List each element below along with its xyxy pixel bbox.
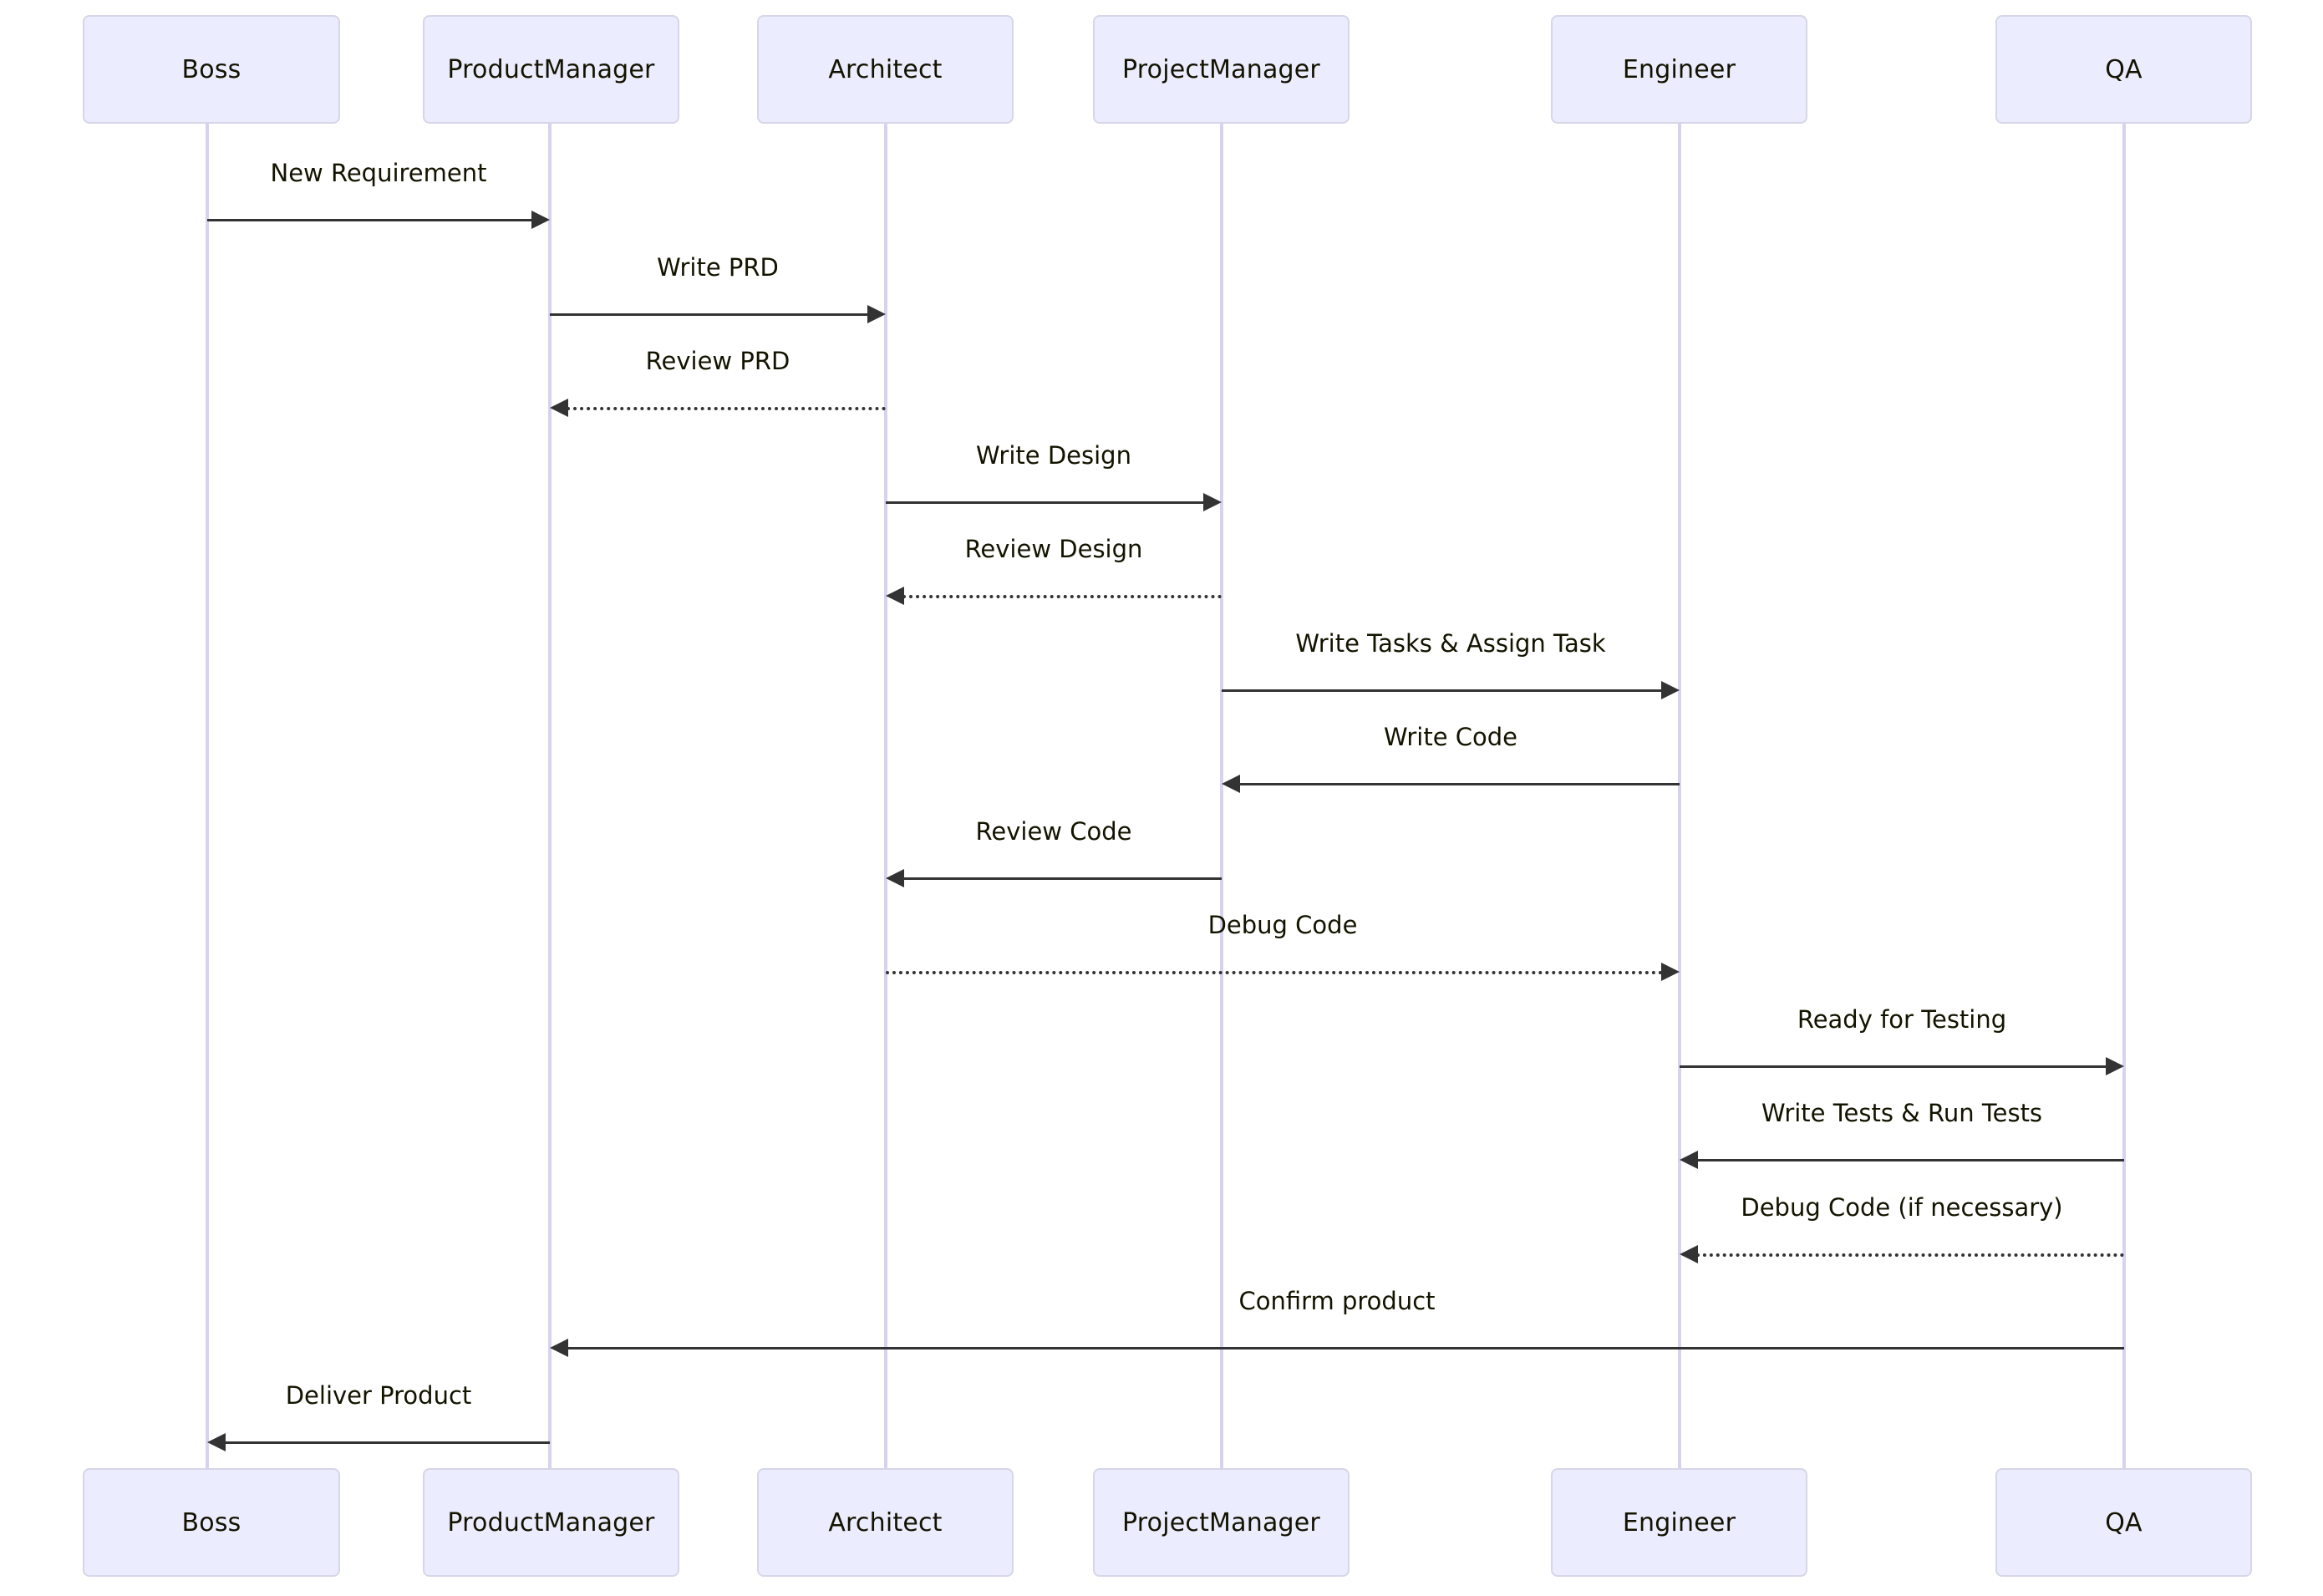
actor-box-top-qa[interactable]: QA	[1995, 15, 2252, 124]
message-line-3	[567, 407, 886, 410]
lifeline-engineer	[1678, 124, 1681, 1468]
actor-box-top-boss[interactable]: Boss	[83, 15, 340, 124]
message-label-11: Write Tests & Run Tests	[1761, 1099, 2043, 1127]
message-label-7: Write Code	[1383, 723, 1518, 751]
message-line-14	[224, 1441, 550, 1444]
arrow-head-7	[1222, 775, 1240, 793]
actor-label-engineer: Engineer	[1622, 54, 1736, 84]
arrow-head-6	[1661, 681, 1680, 699]
actor-label-qa: QA	[2105, 54, 2143, 84]
message-label-9: Debug Code	[1207, 911, 1358, 939]
arrow-head-10	[2106, 1057, 2124, 1075]
message-label-4: Write Design	[976, 441, 1131, 470]
arrow-head-5	[886, 587, 904, 605]
arrow-head-13	[550, 1339, 568, 1357]
message-line-13	[567, 1347, 2124, 1349]
message-line-1	[207, 219, 533, 221]
message-label-13: Confirm product	[1238, 1287, 1436, 1315]
arrow-head-8	[886, 869, 904, 887]
message-label-3: Review PRD	[645, 347, 790, 375]
message-line-9	[886, 971, 1663, 974]
lifeline-productmanager	[548, 124, 552, 1468]
actor-label-boss: Boss	[181, 1507, 241, 1538]
actor-label-productmanager: ProductManager	[447, 1507, 655, 1538]
arrow-head-3	[550, 399, 568, 417]
actor-box-top-architect[interactable]: Architect	[757, 15, 1014, 124]
actor-label-architect: Architect	[828, 1507, 943, 1538]
actor-box-bottom-productmanager[interactable]: ProductManager	[423, 1468, 679, 1577]
message-label-10: Ready for Testing	[1797, 1005, 2007, 1034]
message-label-1: New Requirement	[270, 159, 487, 187]
arrow-head-14	[207, 1433, 226, 1451]
message-line-7	[1238, 783, 1680, 785]
actor-box-bottom-architect[interactable]: Architect	[757, 1468, 1014, 1577]
arrow-head-12	[1680, 1245, 1698, 1263]
actor-box-top-engineer[interactable]: Engineer	[1551, 15, 1807, 124]
actor-label-boss: Boss	[181, 54, 241, 84]
lifeline-architect	[884, 124, 887, 1468]
actor-box-bottom-projectmanager[interactable]: ProjectManager	[1093, 1468, 1350, 1577]
actor-label-projectmanager: ProjectManager	[1122, 54, 1320, 84]
message-label-12: Debug Code (if necessary)	[1741, 1193, 2063, 1222]
actor-box-bottom-boss[interactable]: Boss	[83, 1468, 340, 1577]
arrow-head-2	[867, 305, 886, 323]
message-label-5: Review Design	[964, 535, 1143, 563]
message-label-14: Deliver Product	[285, 1381, 472, 1410]
message-label-6: Write Tasks & Assign Task	[1295, 629, 1606, 658]
actor-label-qa: QA	[2105, 1507, 2143, 1538]
message-line-11	[1696, 1159, 2124, 1161]
message-line-8	[902, 877, 1222, 880]
message-line-12	[1696, 1253, 2124, 1257]
message-line-2	[550, 313, 869, 316]
lifeline-qa	[2122, 124, 2126, 1468]
message-label-8: Review Code	[975, 817, 1132, 846]
lifeline-projectmanager	[1220, 124, 1223, 1468]
actor-label-projectmanager: ProjectManager	[1122, 1507, 1320, 1538]
actor-box-bottom-qa[interactable]: QA	[1995, 1468, 2252, 1577]
arrow-head-4	[1203, 493, 1222, 511]
actor-box-bottom-engineer[interactable]: Engineer	[1551, 1468, 1807, 1577]
arrow-head-9	[1661, 963, 1680, 981]
message-label-2: Write PRD	[657, 253, 779, 282]
message-line-5	[902, 595, 1222, 598]
lifeline-boss	[206, 124, 209, 1468]
actor-label-architect: Architect	[828, 54, 943, 84]
arrow-head-1	[531, 211, 550, 229]
actor-box-top-productmanager[interactable]: ProductManager	[423, 15, 679, 124]
message-line-10	[1680, 1065, 2107, 1068]
actor-box-top-projectmanager[interactable]: ProjectManager	[1093, 15, 1350, 124]
message-line-6	[1222, 689, 1663, 692]
actor-label-engineer: Engineer	[1622, 1507, 1736, 1538]
message-line-4	[886, 501, 1205, 504]
arrow-head-11	[1680, 1151, 1698, 1169]
actor-label-productmanager: ProductManager	[447, 54, 655, 84]
